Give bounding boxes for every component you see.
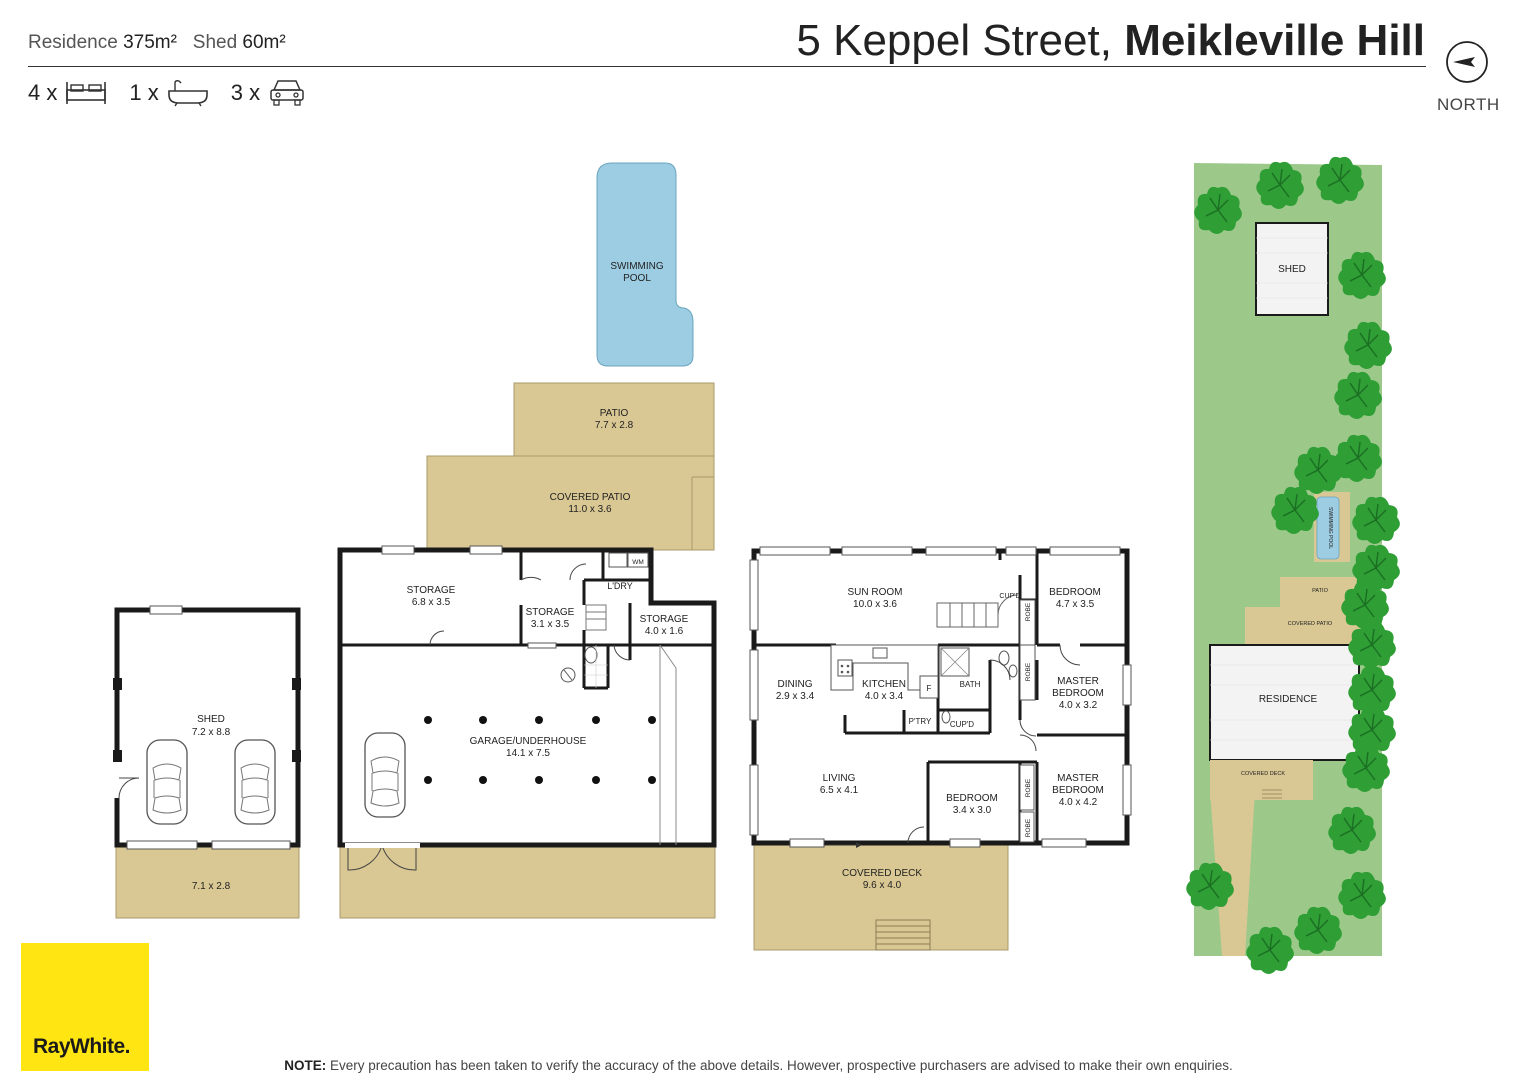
site-residence (1209, 644, 1360, 761)
bedroom-1-name: BEDROOM (1049, 587, 1101, 598)
sun-room-dims: 10.0 x 3.6 (853, 599, 897, 610)
robe-label-2: ROBE (1025, 662, 1032, 681)
carspace-count-label: 3 x (230, 80, 261, 105)
bedroom-count: 4 x (28, 80, 107, 106)
site-covered-deck-label: COVERED DECK (1241, 771, 1285, 777)
bath-icon (167, 80, 208, 107)
front-apron (339, 844, 716, 919)
storage-2-name: STORAGE (526, 607, 575, 618)
covered-patio-dims: 11.0 x 3.6 (568, 504, 612, 515)
shed-apron (115, 844, 300, 919)
laundry-name: L'DRY (607, 581, 633, 591)
master-1-dims: 4.0 x 3.2 (1059, 700, 1098, 711)
disclaimer-note: NOTE: Every precaution has been taken to… (0, 1058, 1517, 1073)
compass-icon (1446, 41, 1488, 83)
washing-machine-label: WM (632, 559, 644, 566)
patio (513, 382, 715, 457)
bedroom-2-dims: 3.4 x 3.0 (953, 805, 992, 816)
storage-3-name: STORAGE (640, 614, 689, 625)
site-patio-label: PATIO (1312, 588, 1328, 594)
dining-dims: 2.9 x 3.4 (776, 691, 815, 702)
tree-icon (1315, 156, 1365, 205)
master-2-line2: BEDROOM (1052, 785, 1104, 796)
bed-icon (66, 82, 107, 104)
site-shed-label: SHED (1278, 264, 1306, 275)
swimming-pool (596, 162, 694, 367)
site-pool (1316, 496, 1340, 560)
storage-1-dims: 6.8 x 3.5 (412, 597, 451, 608)
raywhite-logo: RayWhite. (21, 943, 149, 1071)
north-label: NORTH (1437, 95, 1500, 114)
kitchen-dims: 4.0 x 3.4 (865, 691, 904, 702)
cupd-2-label: CUP'D (950, 720, 974, 729)
area-summary: Residence 375m² Shed 60m² (28, 32, 286, 54)
garage-dims: 14.1 x 7.5 (506, 748, 550, 759)
shed-room-dims: 7.2 x 8.8 (192, 727, 231, 738)
header-divider (28, 66, 1426, 67)
robe-label-1: ROBE (1025, 602, 1032, 621)
robe-label-4: ROBE (1025, 818, 1032, 837)
covered-patio (426, 455, 715, 551)
patio-dims: 7.7 x 2.8 (595, 420, 634, 431)
cupd-1-label: CUP'D (999, 593, 1020, 600)
living-dims: 6.5 x 4.1 (820, 785, 859, 796)
master-1-line1: MASTER (1057, 676, 1099, 687)
site-plan: SHED SWIMMING POOL PATIO COVERED PATIO R… (1185, 156, 1401, 975)
site-residence-label: RESIDENCE (1259, 694, 1318, 705)
covered-patio-name: COVERED PATIO (550, 492, 631, 503)
storage-3-dims: 4.0 x 1.6 (645, 626, 684, 637)
address-suburb: Meikleville Hill (1124, 16, 1425, 65)
pool-name-line1: SWIMMING (610, 261, 664, 272)
feature-counts: 4 x 1 x 3 x (28, 78, 306, 108)
shed-plan: SHED 7.2 x 8.8 7.1 x 2.8 (113, 605, 301, 919)
pool-name-line2: POOL (623, 273, 651, 284)
garage-name: GARAGE/UNDERHOUSE (470, 736, 587, 747)
property-address: 5 Keppel Street, Meikleville Hill (796, 16, 1425, 66)
living-name: LIVING (823, 773, 856, 784)
bathroom-count-label: 1 x (129, 80, 159, 105)
bedroom-1-dims: 4.7 x 3.5 (1056, 599, 1095, 610)
site-shed (1255, 222, 1329, 316)
note-label: NOTE: (284, 1058, 327, 1073)
car-icon (270, 80, 304, 106)
residence-label: Residence (28, 32, 118, 53)
north-indicator: NORTH (1437, 40, 1500, 115)
address-street: 5 Keppel Street, (796, 16, 1112, 65)
logo-text: RayWhite. (33, 1035, 131, 1058)
shed-label: Shed (192, 32, 238, 53)
site-covered-patio-label: COVERED PATIO (1288, 621, 1333, 627)
storage-1-name: STORAGE (407, 585, 456, 596)
patio-name: PATIO (600, 408, 629, 419)
bedroom-count-label: 4 x (28, 80, 58, 105)
master-2-dims: 4.0 x 4.2 (1059, 797, 1098, 808)
covered-deck-name: COVERED DECK (842, 868, 922, 879)
shed-area: 60m² (242, 32, 286, 53)
sun-room-name: SUN ROOM (848, 587, 903, 598)
upper-floor-plan: SUN ROOM 10.0 x 3.6 BEDROOM 4.7 x 3.5 CU… (749, 546, 1132, 951)
master-1-line2: BEDROOM (1052, 688, 1104, 699)
bath-label: BATH (960, 680, 981, 689)
dining-name: DINING (778, 679, 813, 690)
kitchen-name: KITCHEN (862, 679, 906, 690)
master-2-line1: MASTER (1057, 773, 1099, 784)
lower-floor-plan: SWIMMING POOL PATIO 7.7 x 2.8 COVERED PA… (337, 162, 717, 919)
storage-2-dims: 3.1 x 3.5 (531, 619, 570, 630)
shed-apron-dims: 7.1 x 2.8 (192, 881, 231, 892)
covered-deck-dims: 9.6 x 4.0 (863, 880, 902, 891)
carspace-count: 3 x (231, 78, 306, 108)
shed-room-name: SHED (197, 714, 225, 725)
bedroom-2-name: BEDROOM (946, 793, 998, 804)
site-pool-label: SWIMMING POOL (1327, 507, 1333, 549)
pantry-label: P'TRY (909, 717, 932, 726)
robe-label-3: ROBE (1025, 778, 1032, 797)
bathroom-count: 1 x (129, 79, 208, 107)
residence-area: 375m² (123, 32, 177, 53)
fridge-label: F (927, 684, 932, 693)
note-text: Every precaution has been taken to verif… (330, 1058, 1233, 1073)
